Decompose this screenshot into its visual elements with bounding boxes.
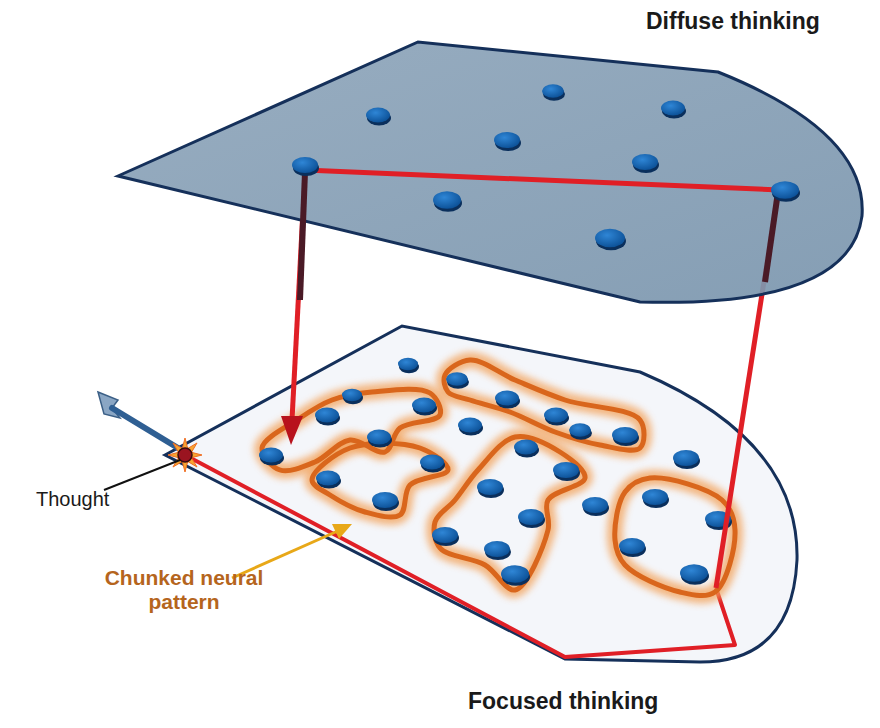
pointer-arrowhead [332, 524, 352, 539]
neuron-dot [619, 538, 645, 554]
chunk-outline [434, 437, 585, 591]
chunk-glow [262, 389, 441, 471]
neuron-dot [501, 565, 529, 582]
chunk-glow [434, 437, 585, 591]
neuron-dot [420, 455, 444, 470]
neuron-dot [367, 430, 391, 445]
link-shadow [300, 172, 305, 300]
neuron-dot [458, 418, 482, 433]
link-line [305, 170, 780, 190]
neuron-dot [612, 427, 638, 443]
chunk-patterns [262, 360, 735, 596]
neuron-dot [342, 389, 362, 401]
diffuse-plane [118, 42, 862, 302]
neuron-dots [292, 84, 800, 250]
plane-title: Focused thinking [468, 688, 658, 714]
neuron-dot [771, 181, 799, 198]
link-arrowhead [281, 416, 303, 445]
neuron-dot [673, 450, 699, 466]
neuron-dot [553, 462, 579, 478]
neuron-dot [366, 108, 390, 123]
neuron-dot [544, 408, 568, 423]
plane-title: Diffuse thinking [646, 8, 820, 34]
neuron-dot [514, 440, 538, 455]
neuron-dot [412, 398, 436, 413]
neuron-dot [398, 358, 418, 370]
chunk-outline [444, 360, 644, 450]
neuron-dot [494, 132, 520, 148]
neuron-dot [446, 372, 468, 386]
callout-label: Thought [36, 488, 109, 511]
neuron-dot [433, 191, 461, 208]
link-shadow [765, 192, 778, 282]
neuron-dot [542, 84, 564, 98]
leader-line [104, 460, 180, 490]
neuron-dot [582, 497, 608, 513]
neuron-dot [372, 492, 398, 508]
neuron-dot [495, 391, 519, 406]
neuron-dots [259, 358, 732, 586]
dart-icon [98, 392, 202, 472]
chunk-outline [312, 443, 448, 517]
neuron-dot [642, 489, 668, 505]
callout-label: Chunked neural pattern [104, 566, 264, 614]
neuron-dot [518, 509, 544, 525]
neuron-dot [259, 448, 283, 463]
neuron-dot [680, 564, 708, 581]
neuron-dot [477, 479, 503, 495]
neuron-dot [661, 101, 685, 116]
neuron-dot [632, 154, 658, 170]
chunk-outline [262, 389, 441, 471]
neuron-dot [292, 157, 318, 173]
neuron-dot [315, 408, 339, 423]
neuron-dot [484, 541, 510, 557]
neuron-dot [595, 229, 625, 248]
neuron-dot [316, 471, 340, 486]
focused-plane [165, 326, 797, 662]
neuron-dot [569, 423, 591, 437]
neuron-dot [432, 527, 458, 543]
